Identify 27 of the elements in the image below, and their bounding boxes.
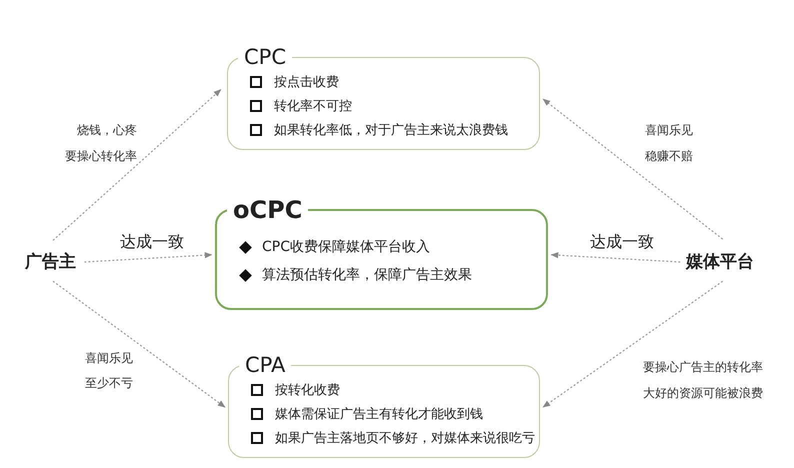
arrow (52, 89, 222, 241)
list-item: 媒体需保证广告主有转化才能收到钱 (275, 406, 483, 423)
side-note: 稳赚不赔 (645, 148, 693, 165)
list-item: 按转化收费 (275, 382, 340, 399)
box-heading: oCPC (232, 195, 304, 225)
arrow (550, 252, 680, 263)
list-item: CPC收费保障媒体平台收入 (262, 238, 430, 256)
arrow (52, 280, 226, 408)
actor-label: 媒体平台 (686, 250, 758, 274)
side-note: 至少不亏 (85, 375, 133, 392)
side-note: 喜闻乐见 (85, 350, 133, 367)
box-heading: CPC (243, 44, 287, 70)
list-item: 算法预估转化率，保障广告主效果 (262, 266, 472, 284)
side-note: 喜闻乐见 (645, 122, 693, 139)
side-note: 烧钱，心疼 (76, 122, 137, 139)
list-item: 按点击收费 (274, 74, 339, 91)
list-item: 转化率不可控 (274, 98, 352, 115)
side-note: 大好的资源可能被浪费 (643, 385, 763, 402)
arrow (542, 98, 724, 240)
list-item: 如果转化率低，对于广告主来说太浪费钱 (274, 122, 508, 139)
list-item: 如果广告主落地页不够好，对媒体来说很吃亏 (275, 430, 535, 447)
box-heading: CPA (244, 352, 286, 378)
side-note: 要操心转化率 (64, 148, 137, 165)
actor-label: 广告主 (25, 250, 81, 274)
arrow (542, 280, 724, 408)
side-note: 要操心广告主的转化率 (643, 359, 763, 376)
arrow (84, 252, 212, 263)
